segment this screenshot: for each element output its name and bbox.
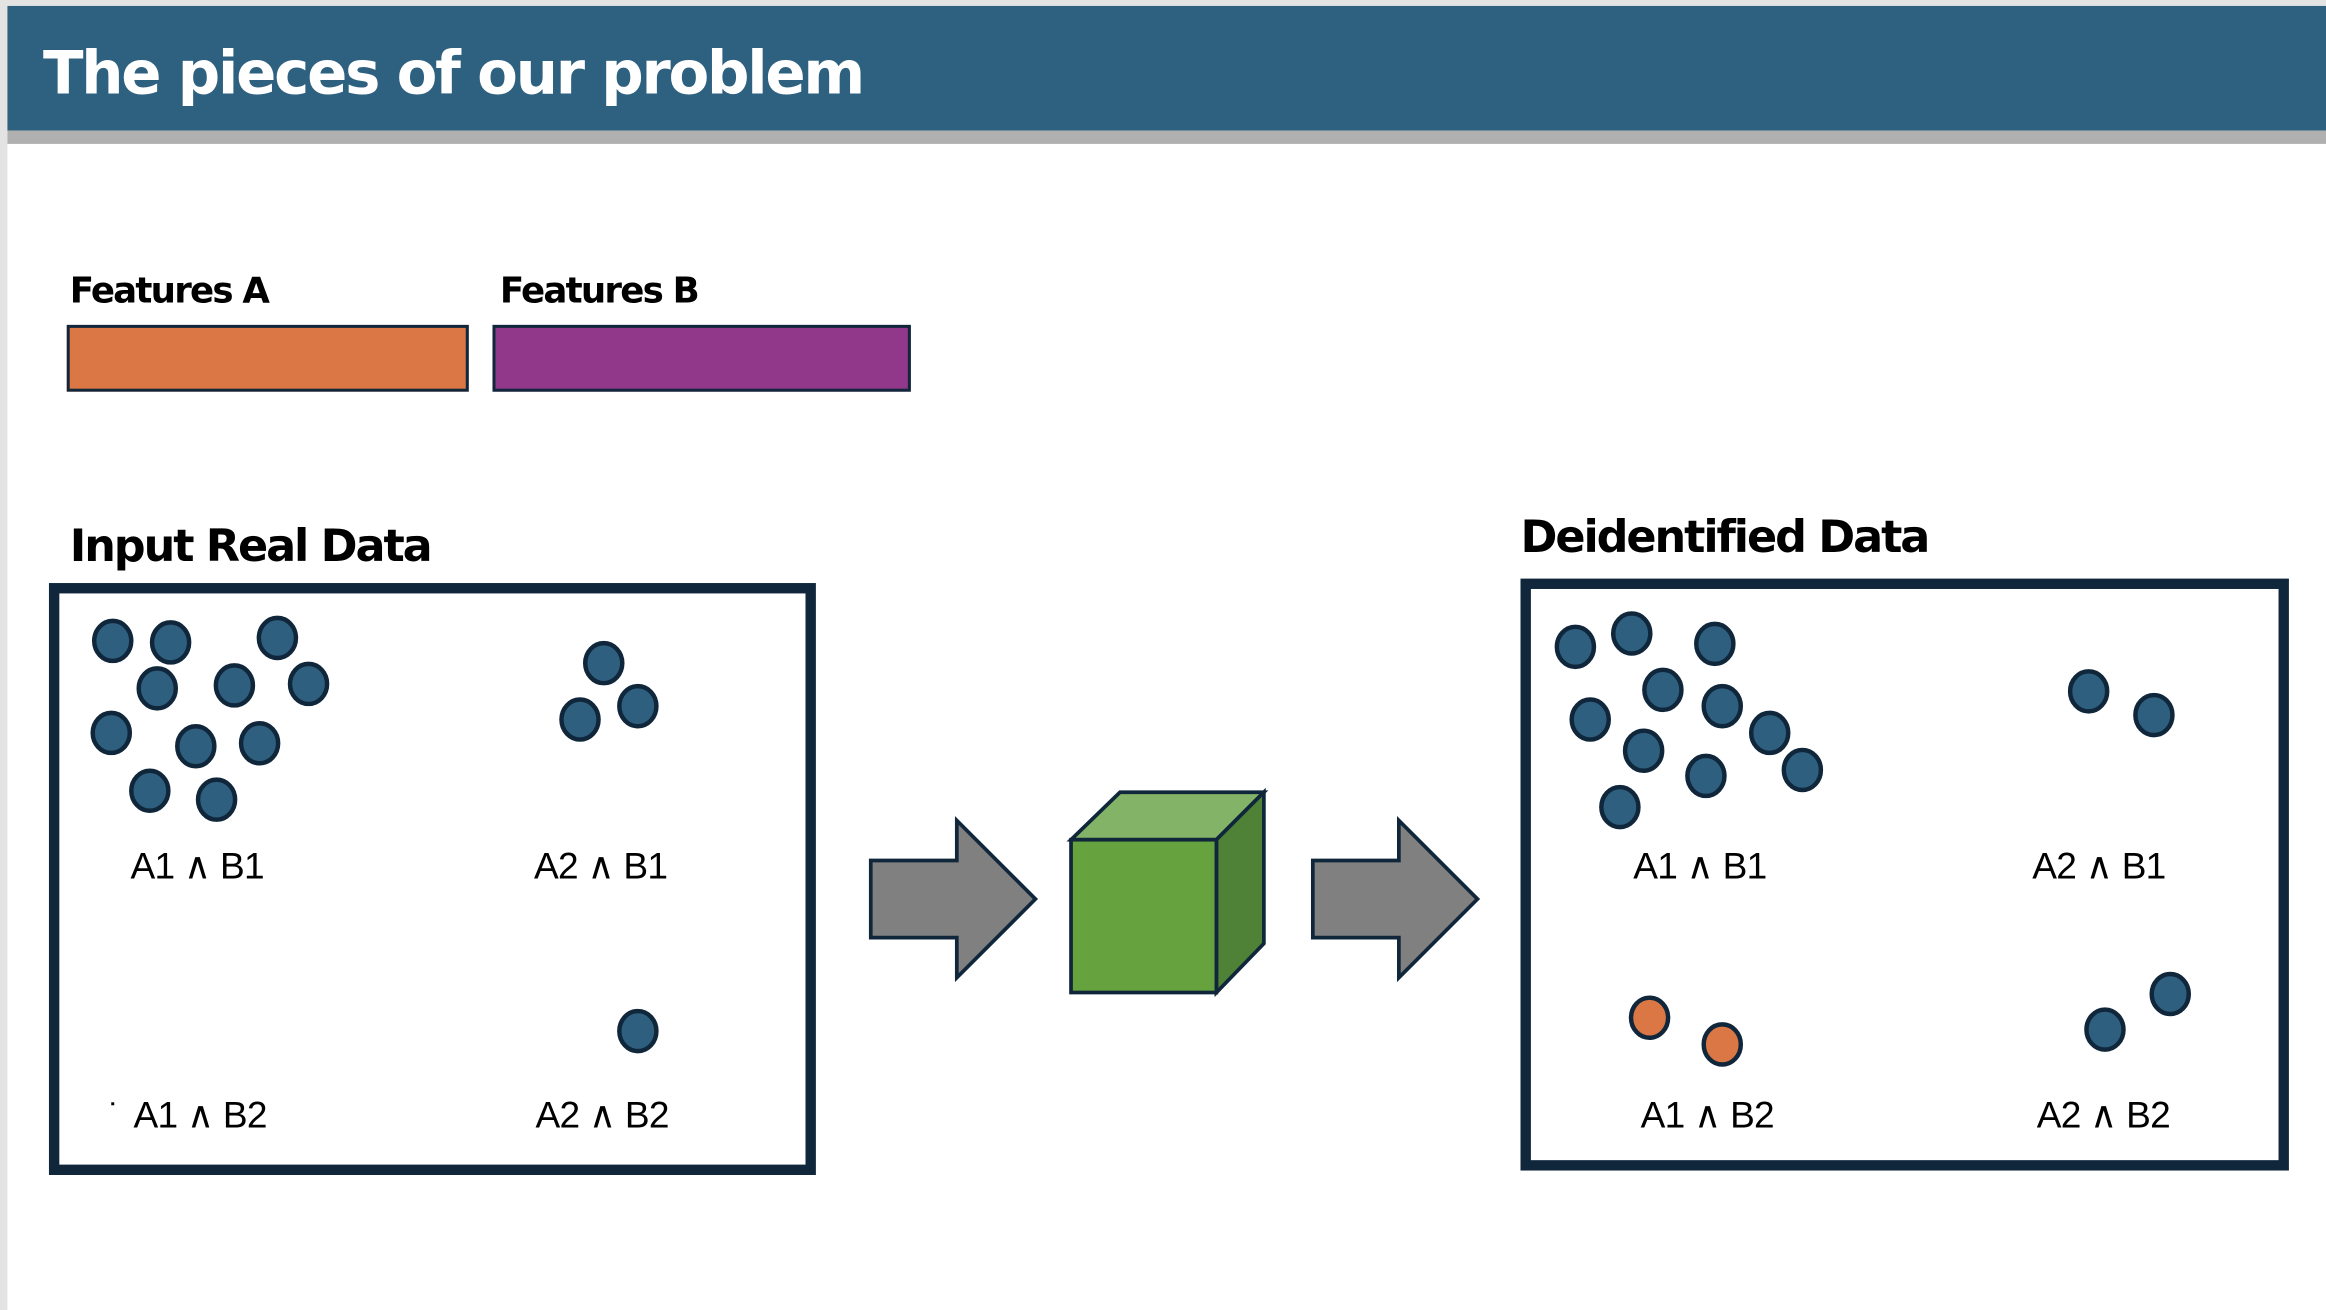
cube-front-face: [1069, 837, 1219, 995]
legend-swatch-features-b: [492, 324, 911, 392]
output-panel-heading: Deidentified Data: [1520, 511, 1931, 564]
input-data-point: [238, 721, 281, 766]
title-bar: [7, 5, 2326, 131]
output-data-point: [1554, 624, 1597, 670]
output-data-point: [1748, 710, 1791, 756]
output-data-point: [1622, 728, 1665, 773]
output-data-point: [1628, 995, 1671, 1040]
output-data-point: [1694, 621, 1736, 667]
output-data-point: [1701, 683, 1744, 729]
input-data-point: [136, 666, 179, 711]
stray-mark: [111, 1102, 115, 1106]
output-data-point: [1642, 667, 1684, 713]
input-quadrant-label-a2-b1: A2 ∧ B1: [534, 845, 668, 888]
legend-swatch-features-a: [66, 324, 469, 392]
output-data-point: [1569, 697, 1611, 742]
output-data-point: [2067, 669, 2110, 714]
output-data-point: [1701, 1022, 1744, 1067]
arrow-right-icon: [868, 815, 1039, 983]
window-edge-top: [0, 0, 2326, 6]
output-quadrant-label-a1-b1: A1 ∧ B1: [1633, 845, 1767, 888]
input-quadrant-label-a1-b2: A1 ∧ B2: [133, 1094, 268, 1137]
input-data-point: [582, 640, 625, 686]
legend-label-features-a: Features A: [69, 270, 270, 312]
input-data-point: [559, 697, 601, 742]
legend-label-features-b: Features B: [499, 270, 700, 312]
input-data-point: [256, 615, 299, 661]
input-data-point: [617, 683, 659, 729]
input-data-point: [195, 777, 238, 822]
input-data-point: [287, 661, 330, 707]
output-data-point: [2149, 971, 2192, 1017]
input-quadrant-label-a1-b1: A1 ∧ B1: [130, 845, 265, 888]
input-data-point: [175, 723, 217, 769]
output-quadrant-label-a2-b2: A2 ∧ B2: [2036, 1094, 2171, 1137]
output-data-point: [1610, 611, 1653, 656]
output-data-point: [1685, 753, 1727, 799]
output-data-point: [1781, 747, 1824, 793]
arrow-right-icon: [1310, 815, 1481, 983]
input-data-point: [129, 768, 171, 814]
cube-icon: [1066, 787, 1269, 998]
output-data-point: [2084, 1007, 2126, 1052]
input-data-point: [617, 1008, 659, 1054]
window-edge-left: [0, 0, 8, 1310]
input-data-point: [90, 710, 133, 756]
input-data-point: [149, 620, 192, 665]
output-quadrant-label-a2-b1: A2 ∧ B1: [2032, 845, 2166, 888]
input-data-point: [91, 618, 134, 664]
slide-title: The pieces of our problem: [43, 40, 865, 109]
input-data-point: [213, 663, 256, 708]
input-quadrant-label-a2-b2: A2 ∧ B2: [535, 1094, 670, 1137]
output-data-point: [1599, 784, 1641, 830]
output-data-point: [2133, 692, 2175, 738]
output-quadrant-label-a1-b2: A1 ∧ B2: [1640, 1094, 1775, 1137]
title-rule: [7, 130, 2326, 144]
input-panel-heading: Input Real Data: [69, 520, 433, 573]
